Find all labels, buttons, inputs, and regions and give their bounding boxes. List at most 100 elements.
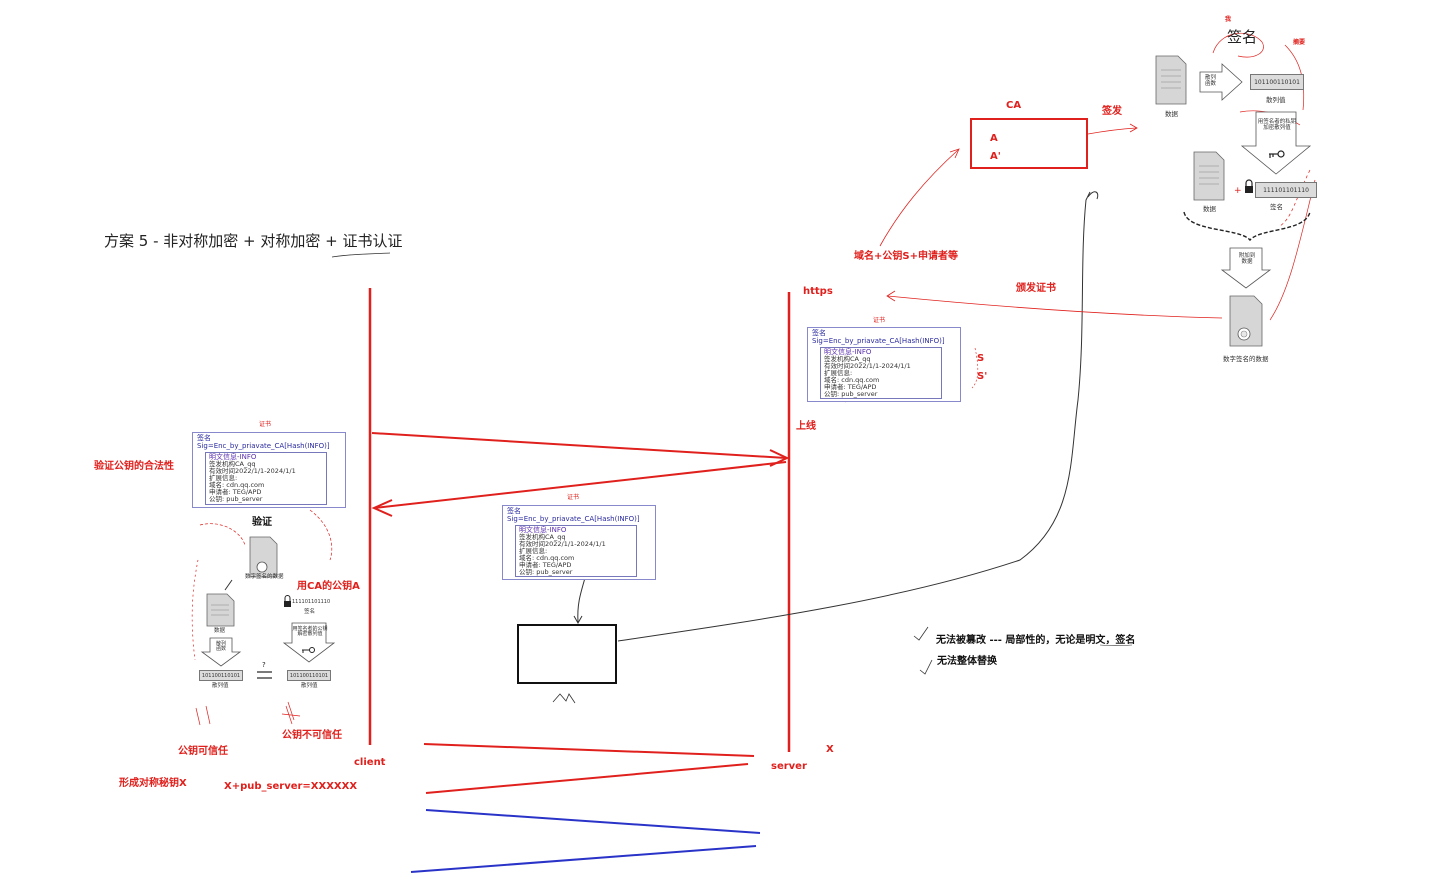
verify-hash-fn-label: 散列函数: [215, 641, 226, 652]
server-key-s-prime: S': [977, 371, 988, 382]
https-label: https: [803, 286, 833, 297]
verify-sig-bits: 111101101110: [292, 597, 330, 608]
cert-line: 公钥: pub_server: [519, 568, 573, 576]
cert-line: 域名: cdn.qq.com: [824, 376, 880, 384]
verify-hash-val-label-2: 散列值: [301, 683, 318, 689]
sym-line-1: [425, 809, 761, 834]
attach-arrow-icon: [1220, 247, 1272, 289]
verify-hash-val-label: 散列值: [212, 683, 229, 689]
cert-tag-middle: 证书: [567, 494, 580, 501]
cert-line: 签发机构CA_qq: [824, 355, 871, 363]
decrypt-down-arrow-icon: [282, 622, 336, 663]
cert-line: 有效时间2022/1/1-2024/1/1: [519, 540, 606, 548]
online-label: 上线: [796, 421, 816, 432]
issue-cert-label: 颁发证书: [1016, 283, 1056, 294]
cert-line: 签发机构CA_qq: [209, 460, 256, 468]
trusted-label: 公钥可信任: [178, 746, 228, 757]
cert-sig-label: 签名: [507, 507, 521, 515]
cert-line: 签发机构CA_qq: [519, 533, 566, 541]
compare-question-mark: ?: [262, 661, 266, 669]
hash-down-arrow-icon: [200, 637, 242, 667]
cert-sig-formula: Sig=Enc_by_priavate_CA[Hash(INFO)]: [507, 515, 640, 523]
cert-sig-label: 签名: [197, 434, 211, 442]
sign-data-label: 数据: [1165, 110, 1178, 118]
key-icon: [1269, 150, 1285, 158]
verify-hash-bits-a: 101100110101: [199, 670, 243, 681]
encrypt-label: X+pub_server=XXXXXX: [224, 781, 358, 792]
cert-sig-label: 签名: [812, 329, 826, 337]
document-icon: [1193, 151, 1225, 201]
untrusted-label: 公钥不可信任: [282, 730, 342, 741]
cert-line: 扩展信息:: [519, 547, 548, 555]
cert-info-header: 明文信息-INFO: [519, 526, 567, 534]
tiny-top-label: 我: [1225, 16, 1232, 23]
client-label: client: [354, 757, 386, 768]
verify-legal-label: 验证公钥的合法性: [94, 461, 174, 472]
signed-document-icon: [1229, 295, 1263, 347]
request-arrow: [371, 432, 787, 459]
cannot-tamper-label: 无法被篡改 --- 局部性的，无论是明文，签名: [936, 635, 1136, 646]
verify-label: 验证: [252, 517, 272, 528]
server-label: server: [771, 761, 807, 772]
cert-line: 公钥: pub_server: [209, 495, 263, 503]
svg-text:+: +: [1234, 186, 1242, 196]
verify-decrypt-note: 用签名者的公钥解密散列值: [292, 626, 328, 637]
cert-info-header: 明文信息-INFO: [824, 348, 872, 356]
page-title: 方案 5 - 非对称加密 + 对称加密 + 证书认证: [104, 232, 403, 250]
sym-line-2: [410, 845, 757, 873]
cert-line: 有效时间2022/1/1-2024/1/1: [824, 362, 911, 370]
verify-sig-label: 签名: [304, 609, 316, 615]
cert-line: 公钥: pub_server: [824, 390, 878, 398]
key-exchange-line-1: [423, 743, 755, 757]
client-certificate: 签名 Sig=Enc_by_priavate_CA[Hash(INFO)] 明文…: [192, 432, 346, 508]
attacker-curve: [617, 191, 1091, 642]
sign-attach-label: 附加到数据: [1238, 253, 1256, 265]
key-exchange-line-2: [425, 763, 749, 794]
domain-request-label: 域名+公钥S+申请者等: [854, 251, 958, 262]
brace: [1183, 211, 1311, 242]
tiny-right-label: 摘要: [1293, 39, 1306, 46]
sign-sig-label: 签名: [1270, 203, 1283, 211]
sign-hash-fn-label: 散列函数: [1205, 75, 1217, 87]
cert-info-box: 明文信息-INFO 签发机构CA_qq 有效时间2022/1/1-2024/1/…: [820, 347, 942, 399]
cert-sig-formula: Sig=Enc_by_priavate_CA[Hash(INFO)]: [197, 442, 330, 450]
sign-hash-val-label: 散列值: [1266, 96, 1286, 104]
encrypt-arrow-icon: [1240, 111, 1312, 175]
server-certificate: 签名 Sig=Enc_by_priavate_CA[Hash(INFO)] 明文…: [807, 327, 961, 402]
verify-hash-bits-b: 101100110101: [287, 670, 331, 681]
cert-info-header: 明文信息-INFO: [209, 453, 257, 461]
cert-tag-server: 证书: [873, 317, 886, 324]
verify-signed-label: 数字签名的数据: [245, 574, 284, 580]
attacker-box: [517, 624, 617, 684]
cert-sig-formula: Sig=Enc_by_priavate_CA[Hash(INFO)]: [812, 337, 945, 345]
sign-title: 签名: [1227, 28, 1258, 46]
key-icon: [302, 647, 315, 653]
sign-hash-bits: 101100110101: [1250, 74, 1304, 90]
sign-encrypt-note: 用签名者的私钥加密散列值: [1257, 119, 1297, 131]
cert-line: 扩展信息:: [824, 369, 853, 377]
ca-key-a-prime: A': [990, 151, 1001, 162]
cert-info-box: 明文信息-INFO 签发机构CA_qq 有效时间2022/1/1-2024/1/…: [205, 452, 327, 505]
sign-signed-label: 数字签名的数据: [1223, 355, 1269, 363]
ca-key-a: A: [990, 133, 998, 144]
use-ca-key-label: 用CA的公钥A: [297, 581, 360, 592]
ca-label: CA: [1006, 100, 1022, 111]
cert-line: 申请者: TEG/APD: [209, 488, 262, 496]
document-icon: [1155, 55, 1187, 105]
verify-signed-document-icon: [249, 536, 278, 578]
response-arrow: [373, 461, 787, 509]
lock-icon: [1245, 179, 1253, 193]
server-key-s: S: [977, 353, 985, 364]
sign-signature-bits: 111101101110: [1255, 182, 1317, 198]
document-icon: [206, 593, 235, 627]
lock-icon: [284, 595, 291, 607]
sign-data-label-2: 数据: [1203, 205, 1216, 213]
cert-line: 扩展信息:: [209, 474, 238, 482]
cert-line: 申请者: TEG/APD: [824, 383, 877, 391]
cert-line: 域名: cdn.qq.com: [209, 481, 265, 489]
hash-arrow-icon: [1199, 63, 1243, 101]
issue-label: 签发: [1102, 106, 1122, 117]
